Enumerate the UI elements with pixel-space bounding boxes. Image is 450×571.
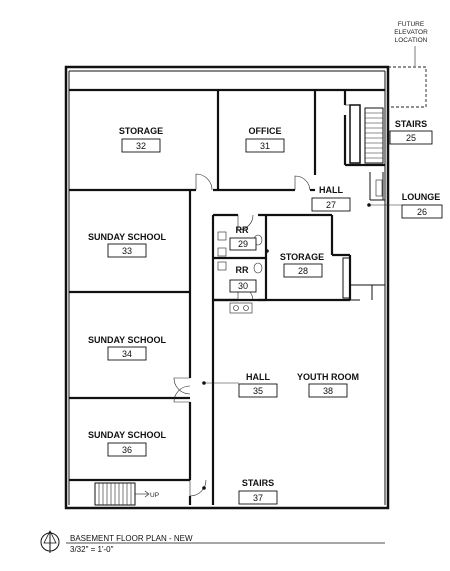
room-number: 26 [417,207,427,217]
room-lounge-26: LOUNGE 26 [370,192,443,219]
room-storage-32: STORAGE 32 [119,126,163,153]
room-name: SUNDAY SCHOOL [88,430,167,440]
title-block: BASEMENT FLOOR PLAN - NEW 3/32" = 1'-0" [40,530,385,554]
room-number: 33 [122,246,132,256]
room-name: STORAGE [119,126,163,136]
room-sunday-school-33: SUNDAY SCHOOL 33 [88,232,167,258]
exterior-walls [64,65,390,510]
room-hall-27: HALL 27 [311,185,351,212]
room-rr-30: RR 30 [229,265,257,293]
room-stairs-37: STAIRS 37 [238,478,278,505]
elevator-note-line-2: ELEVATOR [394,29,428,36]
room-name: RR [236,265,249,275]
interior-walls [69,90,385,505]
stairs-up-label: UP [150,492,159,499]
room-office-31: OFFICE 31 [245,126,285,153]
room-youth-room-38: YOUTH ROOM 38 [297,372,359,398]
room-sunday-school-34: SUNDAY SCHOOL 34 [88,335,167,361]
plumbing-fixtures [217,179,383,314]
room-name: STAIRS [242,478,274,488]
center-markers [202,203,371,490]
room-name: SUNDAY SCHOOL [88,232,167,242]
room-number: 29 [238,239,248,249]
room-name: SUNDAY SCHOOL [88,335,167,345]
room-name: STORAGE [280,252,324,262]
room-name: RR [236,225,249,235]
room-number: 30 [238,281,248,291]
room-sunday-school-36: SUNDAY SCHOOL 36 [88,430,167,457]
room-name: YOUTH ROOM [297,372,359,382]
future-elevator-location: FUTURE ELEVATOR LOCATION [387,21,428,108]
elevator-note-line-3: LOCATION [395,37,428,44]
room-rr-29: RR 29 [229,225,257,251]
room-name: HALL [246,372,270,382]
room-number: 38 [323,386,333,396]
room-name: LOUNGE [402,192,441,202]
stair-treads-37: UP [94,482,159,506]
room-hall-35: HALL 35 [206,372,278,398]
plan-scale: 3/32" = 1'-0" [70,545,114,554]
room-storage-28: STORAGE 28 [280,252,324,278]
room-number: 32 [136,141,146,151]
room-name: HALL [319,185,343,195]
room-number: 27 [326,200,336,210]
plan-title: BASEMENT FLOOR PLAN - NEW [70,534,193,543]
room-name: STAIRS [395,119,427,129]
room-name: OFFICE [249,126,282,136]
elevator-note-line-1: FUTURE [398,21,425,28]
room-number: 25 [406,133,416,143]
room-stairs-25: STAIRS 25 [389,119,433,145]
room-number: 35 [253,386,263,396]
room-number: 28 [298,266,308,276]
room-number: 37 [253,493,263,503]
room-number: 31 [260,141,270,151]
room-number: 36 [122,445,132,455]
room-number: 34 [122,349,132,359]
stair-treads-25 [349,104,384,164]
